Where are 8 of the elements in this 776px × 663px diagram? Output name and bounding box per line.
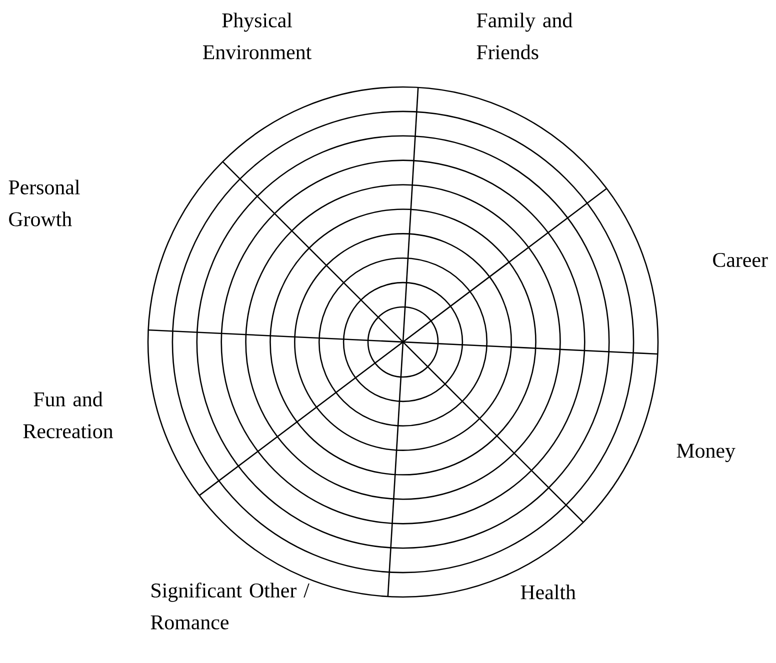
category-label: Health (520, 584, 576, 600)
category-label: Personal Growth (8, 180, 80, 226)
category-label: Significant Other / Romance (150, 582, 310, 630)
category-label: Money (676, 444, 736, 462)
category-label: Fun and Recreation (23, 392, 113, 438)
category-label: Family and Friends (476, 12, 572, 60)
category-label: Physical Environment (203, 12, 312, 60)
category-label: Career (713, 252, 768, 268)
